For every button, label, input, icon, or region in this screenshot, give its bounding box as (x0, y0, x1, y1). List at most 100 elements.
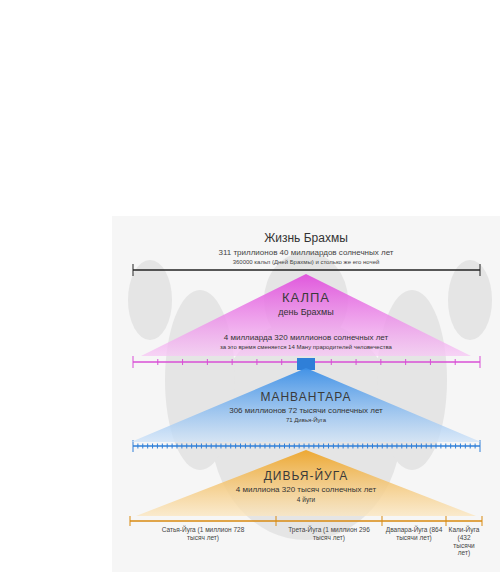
ruler-tick (152, 444, 153, 449)
ruler-tick (482, 516, 483, 526)
picture-ground (112, 216, 500, 572)
ruler-tick (475, 444, 476, 449)
ruler-tick (382, 516, 383, 526)
ruler-tick (182, 359, 183, 365)
ruler-tick (289, 444, 290, 449)
yuga-label: Кали-Йуга (432 тысячи лет) (447, 526, 481, 557)
yuga-label: Трета-Йуга (1 миллион 296 тысяч лет) (279, 526, 379, 542)
ruler-tick (401, 444, 402, 449)
ruler-tick (436, 444, 437, 449)
ruler-tick (264, 444, 265, 449)
diagram-title: Жизнь Брахмы (186, 231, 426, 245)
ruler-tick (387, 444, 388, 449)
ruler-tick (216, 444, 217, 449)
period-heading: ДИВЬЯ-ЙУГА (238, 469, 373, 483)
ruler-tick (372, 444, 373, 449)
time-triangle: КАЛПАдень Брахмы4 миллиарда 320 миллионо… (141, 274, 471, 356)
ruler-tick (207, 359, 208, 365)
ruler-tick (446, 516, 447, 526)
ruler-tick (225, 444, 226, 449)
ruler-tick (318, 444, 319, 449)
ruler-tick (328, 444, 329, 449)
note-label: 360000 кальп (Дней Брахмы) и столько же … (166, 259, 446, 266)
ruler-tick (206, 444, 207, 449)
triangle-shape (131, 368, 481, 442)
ruler-tick (396, 444, 397, 449)
ruler-tick (294, 444, 295, 449)
ruler-tick (240, 444, 241, 449)
ruler-tick (232, 359, 233, 365)
ruler-tick (274, 444, 275, 449)
time-rulers (130, 264, 482, 526)
ruler-tick (362, 444, 363, 449)
ruler-tick (411, 444, 412, 449)
ruler-tick (308, 444, 309, 449)
ruler-tick (470, 444, 471, 449)
ruler-tick (172, 444, 173, 449)
ruler-tick (445, 444, 446, 449)
period-text: за это время сменяется 14 Ману прародите… (161, 344, 452, 351)
period-text: день Брахмы (231, 307, 382, 318)
period-heading: МАНВАНТАРА (237, 390, 375, 404)
ruler-tick (230, 444, 231, 449)
period-text: 306 миллионов 72 тысячи солнечных лет (206, 406, 406, 416)
ruler-tick (157, 359, 158, 365)
ruler-tick (284, 444, 285, 449)
ruler-line (130, 520, 482, 521)
ruler-tick (406, 444, 407, 449)
ruler-tick (480, 264, 481, 276)
ruler-tick (450, 444, 451, 449)
ruler-tick (133, 356, 134, 368)
ruler-tick (377, 444, 378, 449)
period-heading: КАЛПА (258, 290, 353, 306)
ruler-tick (405, 359, 406, 365)
ruler-tick (176, 444, 177, 449)
period-text: 71 Дивья-Йуга (183, 417, 429, 424)
ruler-tick (313, 444, 314, 449)
ruler-tick (256, 359, 257, 365)
ruler-tick (357, 444, 358, 449)
ruler-tick (201, 444, 202, 449)
ruler-tick (426, 444, 427, 449)
triangle-fill (141, 274, 471, 356)
ruler-tick (455, 359, 456, 365)
ruler-tick (338, 444, 339, 449)
side-figure (448, 260, 492, 340)
ruler-tick (186, 444, 187, 449)
ruler-tick (245, 444, 246, 449)
ruler-tick (235, 444, 236, 449)
time-triangle: ДИВЬЯ-ЙУГА4 миллиона 320 тысяч солнечных… (136, 450, 476, 516)
ruler-tick (157, 444, 158, 449)
ruler-tick (142, 444, 143, 449)
ruler-tick (356, 359, 357, 365)
ruler-tick (255, 444, 256, 449)
ruler-line (133, 269, 480, 270)
ruler-tick (440, 444, 441, 449)
ruler-tick (167, 444, 168, 449)
ruler-tick (147, 444, 148, 449)
ruler-tick (130, 516, 131, 526)
ruler-tick (431, 444, 432, 449)
ruler-tick (137, 444, 138, 449)
ruler-tick (421, 444, 422, 449)
ruler-tick (299, 444, 300, 449)
ruler-tick (333, 444, 334, 449)
triangle-fill (136, 450, 476, 516)
ruler-tick (323, 444, 324, 449)
ruler-tick (250, 444, 251, 449)
ruler-tick (430, 359, 431, 365)
yuga-label: Двапара-Йуга (864 тысячи лет) (383, 526, 445, 542)
ruler-tick (191, 444, 192, 449)
triangle-fill (131, 368, 481, 442)
ruler-tick (455, 444, 456, 449)
ruler-tick (181, 444, 182, 449)
ruler-tick (348, 444, 349, 449)
ruler-tick (352, 444, 353, 449)
ruler-tick (133, 264, 134, 276)
ruler-tick (269, 444, 270, 449)
ruler-tick (162, 444, 163, 449)
brahma-figure (128, 252, 492, 540)
ruler-tick (304, 444, 305, 449)
ruler-tick (276, 516, 277, 526)
